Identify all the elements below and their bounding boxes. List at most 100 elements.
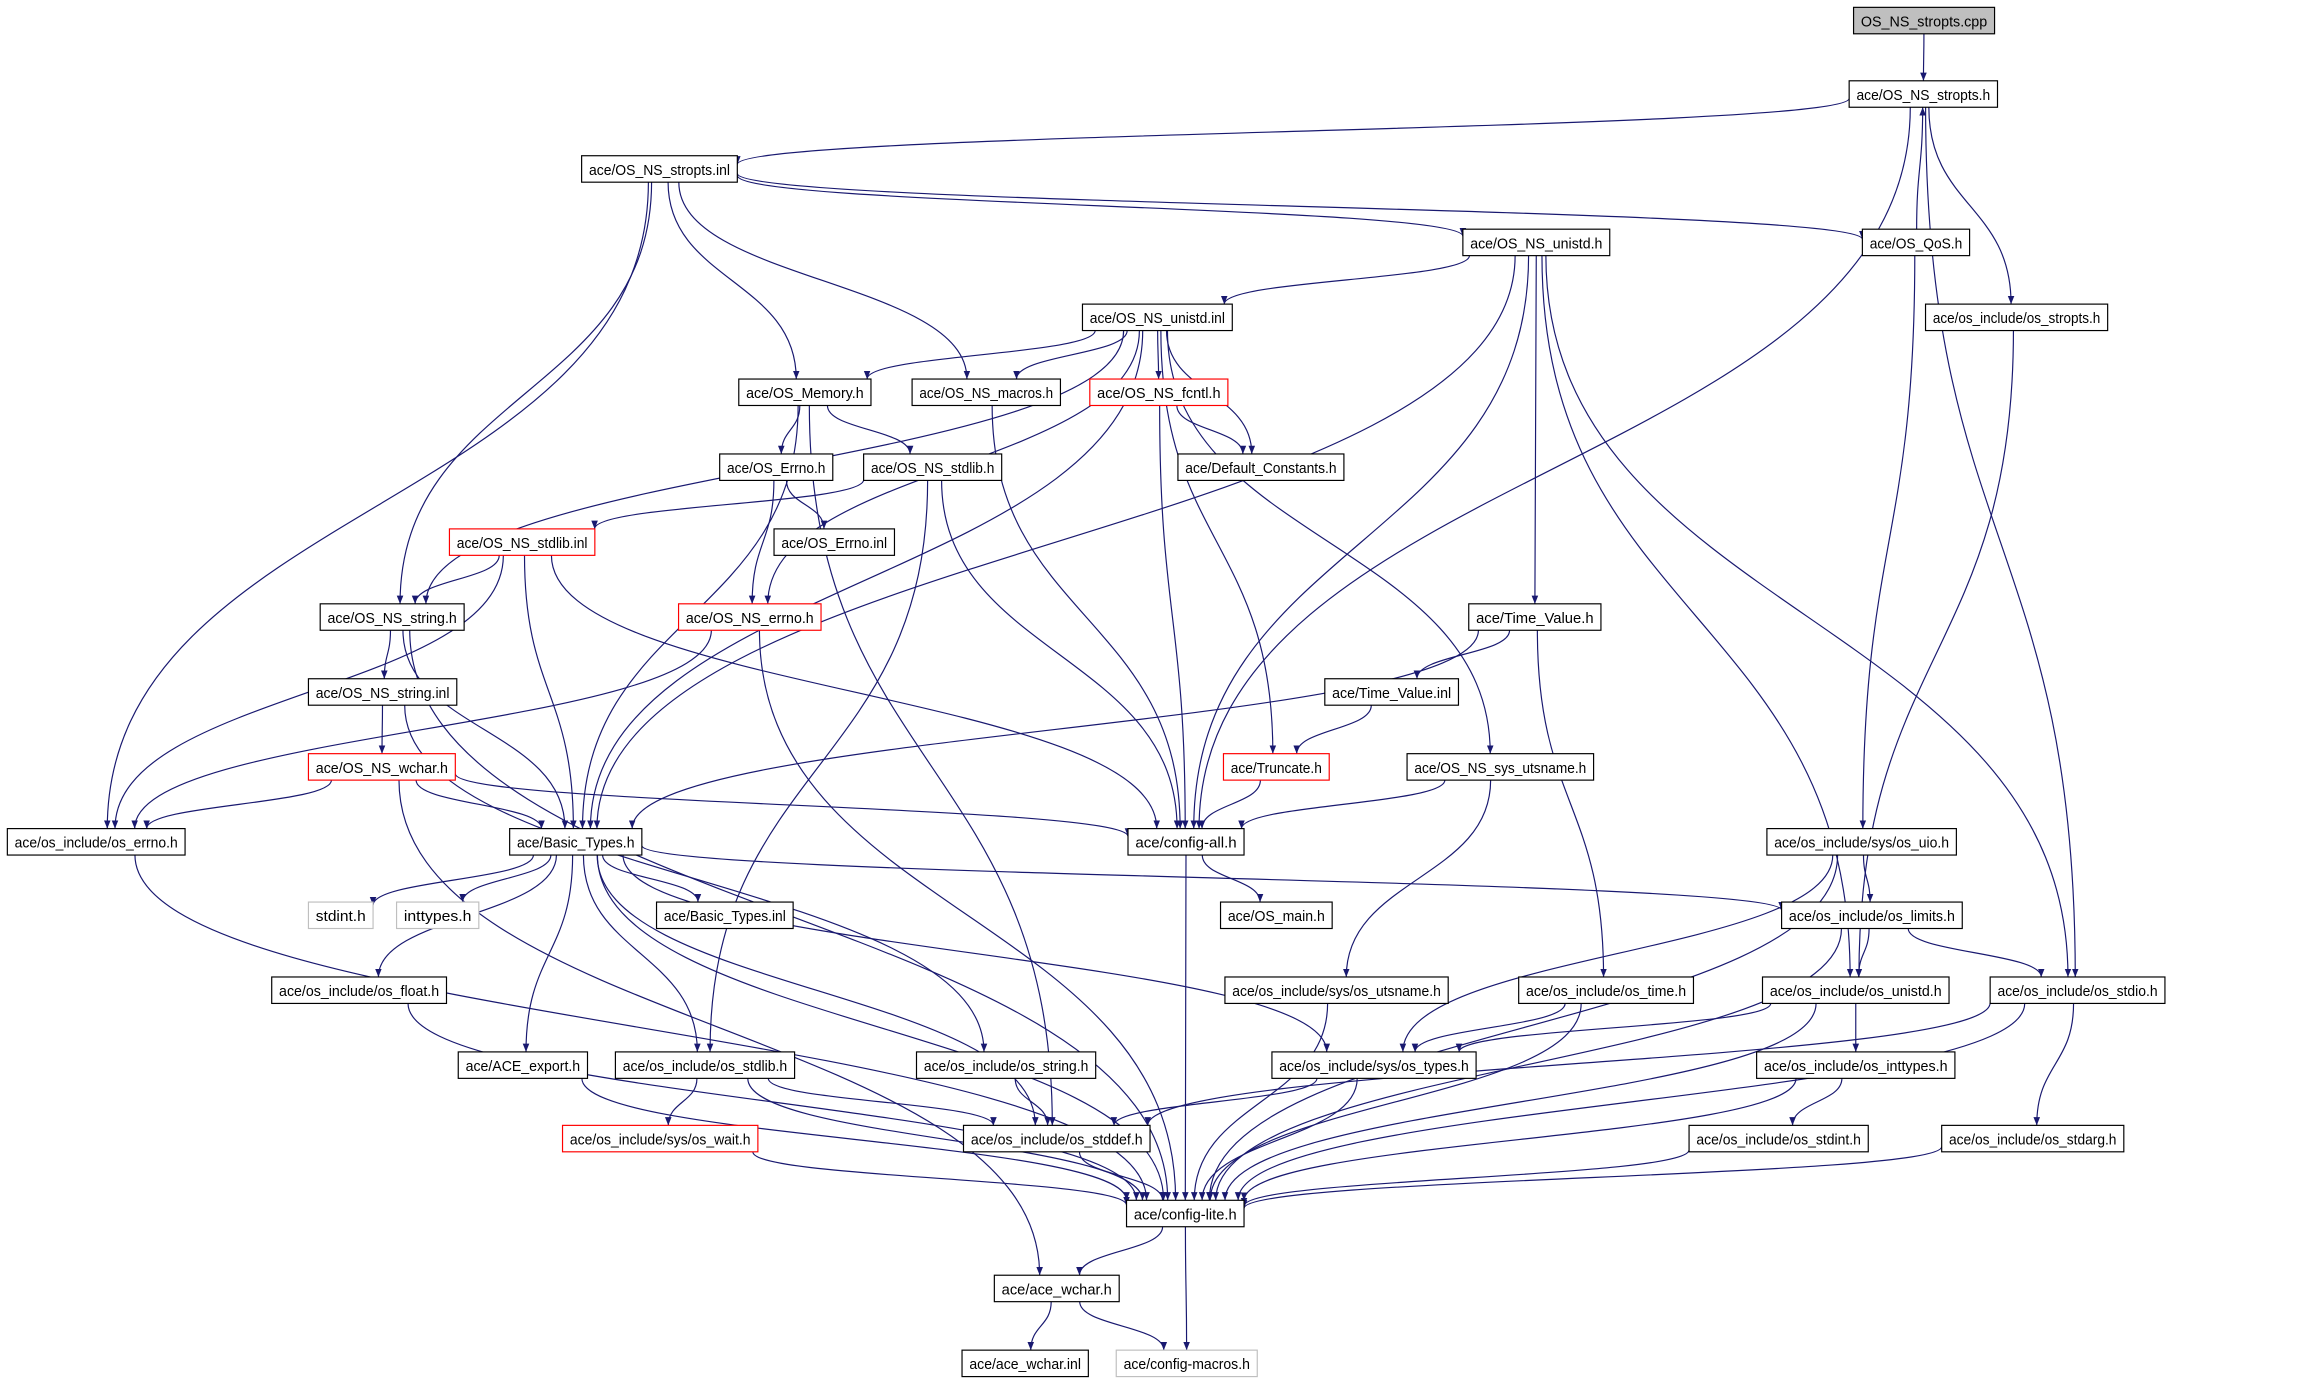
node-box bbox=[773, 528, 896, 556]
edge-ace-os-include-os-stropts-h-to-ace-os-include-os-unistd-h bbox=[1855, 330, 2015, 977]
edge-ace-os-include-os-limits-h-to-ace-os-include-os-stdio-h bbox=[1907, 928, 2045, 978]
edge-ace-os-ns-unistd-h-to-ace-config-all-h bbox=[1190, 255, 1530, 829]
edge-ace-os-ns-sys-utsname-h-to-ace-config-all-h bbox=[1238, 779, 1446, 829]
node-ace-os-ns-fcntl-h[interactable]: ace/OS_NS_fcntl.h bbox=[1089, 378, 1229, 407]
node-label: ace/config-all.h bbox=[1135, 836, 1236, 852]
node-ace-os-ns-unistd-inl[interactable]: ace/OS_NS_unistd.inl bbox=[1081, 303, 1233, 332]
node-label: ace/OS_main.h bbox=[1228, 909, 1325, 925]
node-ace-truncate-h[interactable]: ace/Truncate.h bbox=[1222, 753, 1330, 781]
node-label: ace/OS_NS_fcntl.h bbox=[1097, 386, 1220, 402]
node-ace-basic-types-h[interactable]: ace/Basic_Types.h bbox=[509, 828, 643, 856]
node-ace-os-include-os-string-h[interactable]: ace/os_include/os_string.h bbox=[915, 1051, 1097, 1079]
node-label: ace/os_include/os_string.h bbox=[924, 1059, 1089, 1075]
node-stdint-h[interactable]: stdint.h bbox=[307, 901, 374, 930]
node-ace-os-ns-wchar-h[interactable]: ace/OS_NS_wchar.h bbox=[307, 753, 456, 781]
node-ace-os-include-os-stdint-h[interactable]: ace/os_include/os_stdint.h bbox=[1688, 1124, 1869, 1153]
node-box bbox=[1781, 901, 1963, 930]
node-ace-os-ns-macros-h[interactable]: ace/OS_NS_macros.h bbox=[911, 378, 1062, 407]
node-ace-ace-wchar-h[interactable]: ace/ace_wchar.h bbox=[993, 1274, 1120, 1303]
node-ace-os-include-sys-os-wait-h[interactable]: ace/os_include/sys/os_wait.h bbox=[561, 1124, 759, 1153]
node-box bbox=[863, 453, 1003, 481]
edge-ace-os-qos-h-to-ace-os-ns-stropts-h bbox=[1916, 107, 1926, 230]
node-ace-os-include-os-stdio-h[interactable]: ace/os_include/os_stdio.h bbox=[1989, 976, 2166, 1005]
node-box bbox=[581, 155, 738, 183]
nodes-layer: OS_NS_stropts.cpp ace/OS_NS_stropts.h ace/… bbox=[6, 6, 2166, 1378]
node-ace-os-include-os-float-h[interactable]: ace/os_include/os_float.h bbox=[271, 976, 448, 1005]
edge-ace-ace-export-h-to-ace-config-lite-h bbox=[581, 1078, 1130, 1201]
node-ace-config-lite-h[interactable]: ace/config-lite.h bbox=[1125, 1199, 1245, 1228]
node-ace-os-ns-unistd-h[interactable]: ace/OS_NS_unistd.h bbox=[1462, 228, 1611, 257]
node-ace-os-include-sys-os-uio-h[interactable]: ace/os_include/sys/os_uio.h bbox=[1766, 828, 1957, 856]
node-ace-os-qos-h[interactable]: ace/OS_QoS.h bbox=[1861, 228, 1971, 257]
edge-ace-os-ns-unistd-inl-to-ace-truncate-h bbox=[1160, 330, 1277, 754]
node-label: ace/OS_NS_stdlib.inl bbox=[457, 536, 588, 552]
node-label: ace/OS_NS_string.inl bbox=[316, 686, 450, 702]
edge-ace-os-ns-fcntl-h-to-ace-config-all-h bbox=[1159, 405, 1189, 829]
node-box bbox=[1222, 753, 1330, 781]
edge-ace-os-include-os-unistd-h-to-ace-config-lite-h bbox=[1221, 1003, 1817, 1201]
node-ace-os-ns-stdlib-inl[interactable]: ace/OS_NS_stdlib.inl bbox=[448, 528, 596, 556]
node-box bbox=[1989, 976, 2166, 1005]
node-ace-os-include-os-unistd-h[interactable]: ace/os_include/os_unistd.h bbox=[1761, 976, 1950, 1005]
node-ace-config-all-h[interactable]: ace/config-all.h bbox=[1127, 828, 1245, 856]
node-ace-time-value-inl[interactable]: ace/Time_Value.inl bbox=[1324, 678, 1460, 706]
edge-ace-config-lite-h-to-ace-config-macros-h bbox=[1183, 1226, 1190, 1351]
node-label: ace/os_include/os_stropts.h bbox=[1933, 311, 2100, 327]
node-ace-os-include-os-inttypes-h[interactable]: ace/os_include/os_inttypes.h bbox=[1756, 1051, 1956, 1079]
edge-ace-os-include-os-stdio-h-to-ace-os-include-os-stdarg-h bbox=[2033, 1003, 2075, 1126]
node-box bbox=[993, 1274, 1120, 1303]
edge-ace-basic-types-h-to-ace-os-include-sys-os-types-h bbox=[622, 855, 1330, 1052]
node-box bbox=[962, 1124, 1151, 1153]
node-ace-os-errno-inl[interactable]: ace/OS_Errno.inl bbox=[773, 528, 896, 556]
edge-ace-os-include-os-stdarg-h-to-ace-config-lite-h bbox=[1240, 1146, 1943, 1209]
node-ace-os-include-os-time-h[interactable]: ace/os_include/os_time.h bbox=[1518, 976, 1695, 1005]
node-ace-ace-wchar-inl[interactable]: ace/ace_wchar.inl bbox=[961, 1349, 1089, 1378]
edge-ace-basic-types-h-to-ace-os-include-os-stdlib-h bbox=[582, 855, 701, 1052]
node-box bbox=[561, 1124, 759, 1153]
node-box bbox=[6, 828, 186, 856]
edge-ace-os-ns-stdlib-h-to-ace-config-all-h bbox=[941, 480, 1181, 829]
node-label: ace/OS_Errno.h bbox=[727, 461, 825, 477]
edge-ace-os-ns-stropts-inl-to-ace-os-memory-h bbox=[667, 182, 800, 380]
node-label: ace/OS_NS_stdlib.h bbox=[871, 461, 994, 477]
edge-ace-os-ns-unistd-inl-to-ace-os-memory-h bbox=[863, 330, 1096, 380]
node-ace-basic-types-inl[interactable]: ace/Basic_Types.inl bbox=[655, 901, 794, 930]
edge-ace-os-ns-stropts-h-to-ace-os-include-os-stropts-h bbox=[1928, 107, 2015, 305]
node-ace-os-ns-string-inl[interactable]: ace/OS_NS_string.inl bbox=[307, 678, 458, 706]
node-ace-os-ns-stropts-inl[interactable]: ace/OS_NS_stropts.inl bbox=[581, 155, 738, 183]
node-inttypes-h[interactable]: inttypes.h bbox=[395, 901, 480, 930]
node-box bbox=[1271, 1051, 1477, 1079]
node-label: ace/config-macros.h bbox=[1124, 1357, 1250, 1373]
node-ace-os-ns-sys-utsname-h[interactable]: ace/OS_NS_sys_utsname.h bbox=[1406, 753, 1595, 781]
node-ace-os-errno-h[interactable]: ace/OS_Errno.h bbox=[719, 453, 834, 481]
node-ace-time-value-h[interactable]: ace/Time_Value.h bbox=[1468, 603, 1602, 631]
node-label: ace/os_include/sys/os_utsname.h bbox=[1232, 984, 1441, 1000]
node-ace-os-include-os-stddef-h[interactable]: ace/os_include/os_stddef.h bbox=[962, 1124, 1151, 1153]
edge-ace-os-ns-stropts-h-to-ace-os-ns-stropts-inl bbox=[734, 97, 1850, 165]
node-ace-os-include-os-limits-h[interactable]: ace/os_include/os_limits.h bbox=[1781, 901, 1963, 930]
node-ace-os-include-os-errno-h[interactable]: ace/os_include/os_errno.h bbox=[6, 828, 186, 856]
node-ace-os-include-os-stropts-h[interactable]: ace/os_include/os_stropts.h bbox=[1924, 303, 2109, 332]
node-label: ace/Basic_Types.inl bbox=[664, 909, 786, 925]
node-ace-os-ns-stropts-h[interactable]: ace/OS_NS_stropts.h bbox=[1848, 80, 1999, 108]
node-ace-os-include-os-stdlib-h[interactable]: ace/os_include/os_stdlib.h bbox=[614, 1051, 796, 1079]
node-box bbox=[1324, 678, 1460, 706]
node-ace-config-macros-h[interactable]: ace/config-macros.h bbox=[1115, 1349, 1258, 1378]
node-ace-os-include-sys-os-utsname-h[interactable]: ace/os_include/sys/os_utsname.h bbox=[1224, 976, 1449, 1005]
node-ace-os-include-os-stdarg-h[interactable]: ace/os_include/os_stdarg.h bbox=[1941, 1124, 2125, 1153]
edge-ace-os-ns-unistd-h-to-ace-basic-types-h bbox=[593, 255, 1516, 829]
node-ace-default-constants-h[interactable]: ace/Default_Constants.h bbox=[1177, 453, 1345, 481]
node-ace-os-ns-stdlib-h[interactable]: ace/OS_NS_stdlib.h bbox=[863, 453, 1003, 481]
node-box bbox=[738, 378, 872, 407]
node-ace-os-main-h[interactable]: ace/OS_main.h bbox=[1219, 901, 1333, 930]
edge-ace-time-value-h-to-ace-time-value-inl bbox=[1413, 630, 1511, 679]
node-ace-ace-export-h[interactable]: ace/ACE_export.h bbox=[457, 1051, 589, 1079]
node-box bbox=[1861, 228, 1971, 257]
node-label: ace/os_include/os_limits.h bbox=[1789, 909, 1955, 925]
node-ace-os-ns-errno-h[interactable]: ace/OS_NS_errno.h bbox=[677, 603, 822, 631]
edge-ace-os-ns-unistd-inl-to-ace-os-ns-sys-utsname-h bbox=[1166, 330, 1494, 754]
node-ace-os-memory-h[interactable]: ace/OS_Memory.h bbox=[738, 378, 872, 407]
node-ace-os-include-sys-os-types-h[interactable]: ace/os_include/sys/os_types.h bbox=[1271, 1051, 1477, 1079]
node-os-ns-stropts-cpp[interactable]: OS_NS_stropts.cpp bbox=[1852, 6, 1996, 35]
node-ace-os-ns-string-h[interactable]: ace/OS_NS_string.h bbox=[319, 603, 465, 631]
